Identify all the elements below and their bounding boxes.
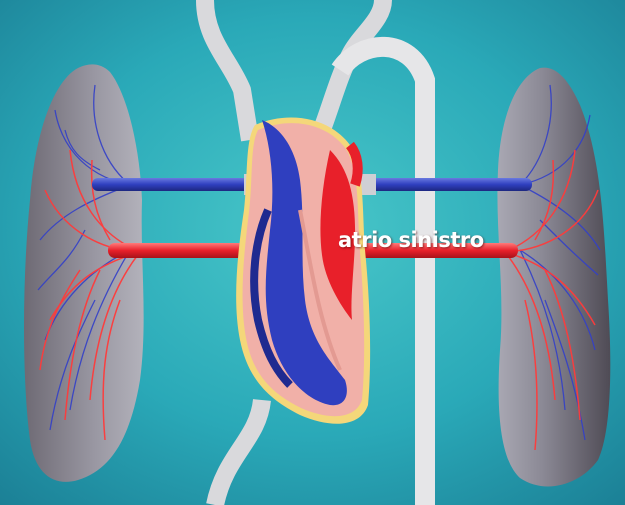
heart	[236, 118, 370, 424]
left-atrium-label: atrio sinistro	[338, 228, 484, 252]
